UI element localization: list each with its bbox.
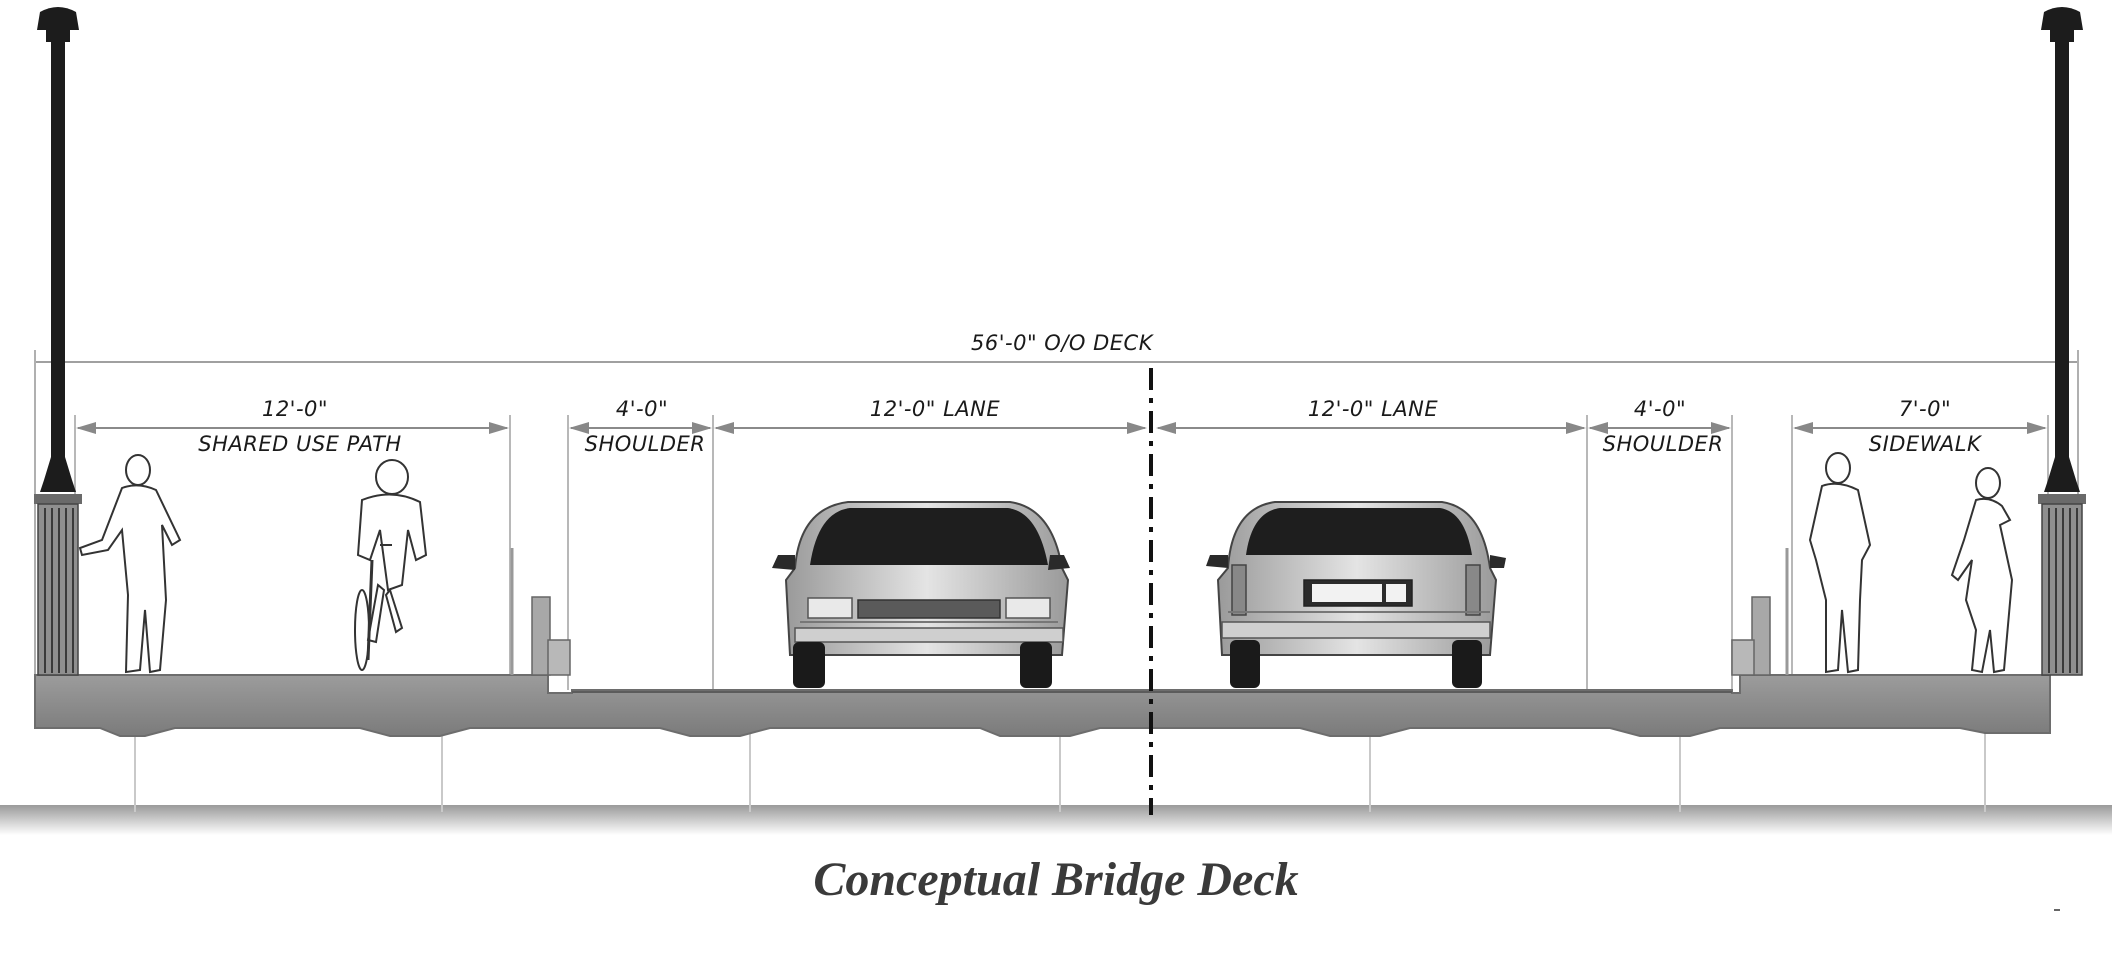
- left-shoulder-label: SHOULDER: [585, 432, 706, 456]
- left-barrier: [510, 548, 571, 676]
- right-lamp-post: [2038, 7, 2086, 676]
- left-lamp-post: [34, 7, 82, 676]
- right-lane-dimension: 12'-0" LANE: [1308, 397, 1439, 421]
- pedestrian-figure-left: [78, 454, 182, 674]
- car-front-view: [772, 501, 1070, 688]
- pedestrian-figure-sidewalk-man: [1808, 452, 1872, 674]
- sidewalk-dimension: 7'-0": [1899, 397, 1951, 421]
- shared-use-path-label: SHARED USE PATH: [198, 432, 401, 456]
- left-lane-dimension: 12'-0" LANE: [870, 397, 1001, 421]
- left-shoulder-dimension: 4'-0": [616, 397, 668, 421]
- right-shoulder-label: SHOULDER: [1603, 432, 1724, 456]
- bridge-deck: [34, 674, 2051, 737]
- shared-use-path-dimension: 12'-0": [262, 397, 328, 421]
- pedestrian-figure-sidewalk-woman: [1950, 467, 2014, 674]
- diagram-caption: Conceptual Bridge Deck: [813, 853, 1299, 906]
- page-shadow: [0, 805, 2112, 835]
- sidewalk-label: SIDEWALK: [1869, 432, 1983, 456]
- car-rear-view: [1206, 501, 1506, 688]
- cyclist-figure: [354, 459, 428, 671]
- overall-dimension-label: 56'-0" O/O DECK: [971, 331, 1155, 355]
- right-barrier: [1731, 548, 1789, 676]
- right-shoulder-dimension: 4'-0": [1634, 397, 1686, 421]
- girder-lines: [134, 728, 1986, 812]
